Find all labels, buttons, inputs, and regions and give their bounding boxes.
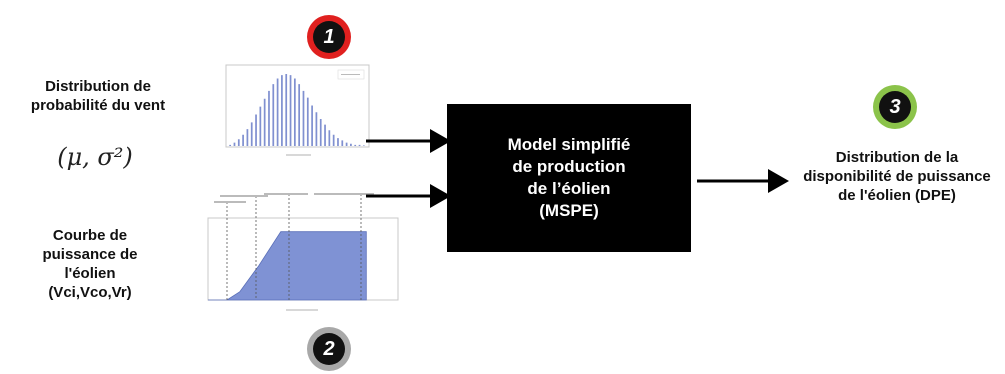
model-box-line-2: de production [512, 157, 626, 176]
mspe-model-box: Model simplifié de production de l’éolie… [447, 104, 691, 252]
step-1-badge: 1 [307, 15, 351, 59]
histogram-bar [229, 144, 232, 147]
histogram-bar [302, 90, 305, 147]
histogram-bar [242, 134, 244, 146]
histogram-bar [268, 90, 270, 147]
step-2-number: 2 [313, 333, 345, 365]
histogram-bar [328, 130, 331, 146]
histogram-bar [285, 74, 288, 146]
model-box-line-3: de l’éolien [527, 179, 611, 198]
histogram-bar [293, 78, 296, 146]
model-box-line-4: (MSPE) [539, 201, 599, 220]
histogram-bar [237, 139, 240, 146]
power-curve-label: Courbe de puissance de l'éolien (Vci,Vco… [42, 227, 138, 301]
dpe-output-label: Distribution de la disponibilité de puis… [803, 149, 991, 204]
histogram-bar [362, 145, 365, 146]
model-box-line-1: Model simplifié [507, 135, 631, 154]
mu-sigma-formula: (μ, σ²) [57, 143, 133, 171]
histogram-bar [233, 142, 236, 147]
histogram-bar [259, 106, 262, 147]
histogram-bar [341, 140, 344, 147]
histogram-bar [276, 78, 279, 146]
histogram-bar [272, 84, 275, 147]
histogram-bar [319, 119, 322, 146]
histogram-bar [354, 144, 357, 147]
wind-histogram-chart [225, 64, 370, 156]
histogram-bar [281, 75, 283, 147]
histogram-bar [332, 134, 335, 146]
histogram-bar [345, 142, 348, 147]
step-2-badge: 2 [307, 327, 351, 371]
histogram-bar [311, 105, 313, 146]
histogram-bar [324, 124, 326, 147]
step-3-number: 3 [879, 91, 911, 123]
wind-distribution-label: Distribution de probabilité du vent [30, 78, 166, 114]
step-1-number: 1 [313, 21, 345, 53]
histogram-bar [315, 112, 318, 146]
histogram-bar [298, 84, 301, 147]
histogram-bar [250, 122, 253, 147]
histogram-bar [246, 129, 249, 147]
step-3-badge: 3 [873, 85, 917, 129]
histogram-bar [255, 114, 257, 146]
histogram-bar [306, 97, 309, 147]
power-curve-area [208, 231, 367, 301]
histogram-bar [350, 143, 352, 146]
histogram-bar [337, 138, 339, 147]
histogram-bar [289, 75, 292, 147]
power-curve-chart [207, 193, 399, 311]
histogram-bar [358, 144, 361, 147]
histogram-bars [229, 74, 365, 147]
histogram-bar [263, 98, 266, 146]
